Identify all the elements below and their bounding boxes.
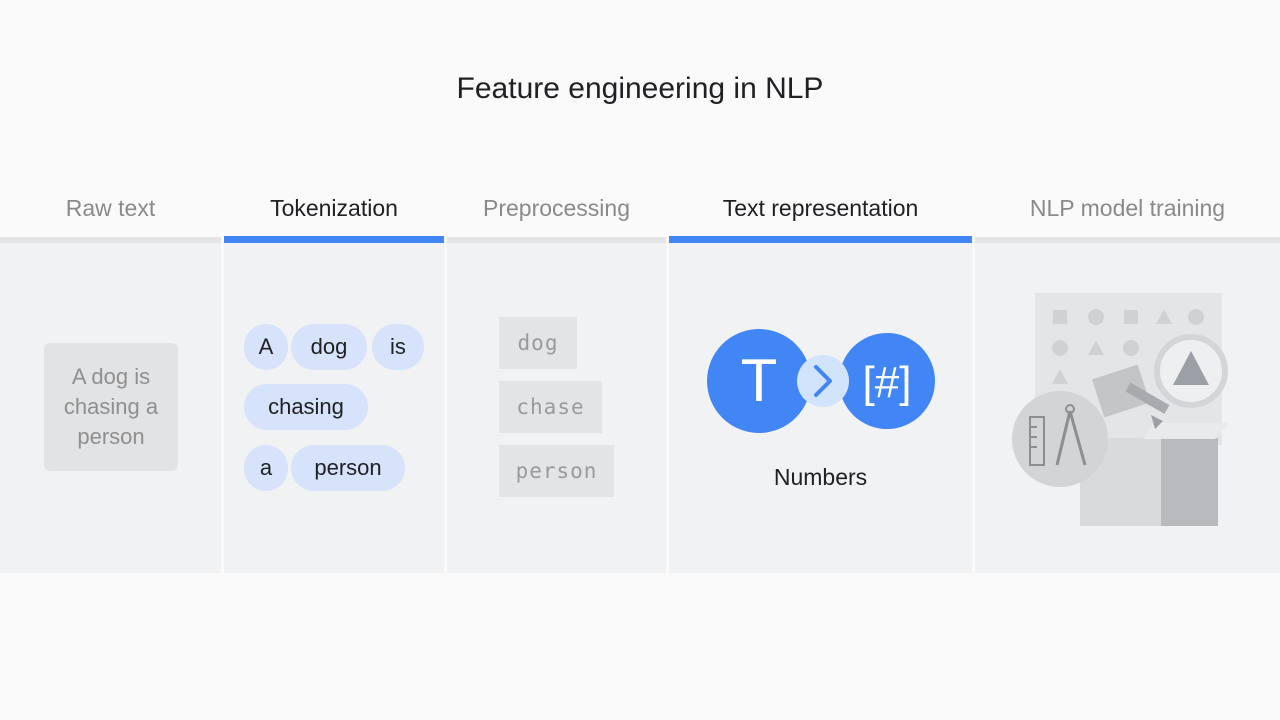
stage-label: Preprocessing — [482, 195, 631, 221]
preprocessed-term: dog — [499, 317, 577, 369]
stage-label: Text representation — [722, 195, 919, 221]
letter-t-icon: T — [741, 347, 778, 414]
arrow-circle — [797, 355, 849, 407]
preprocessed-term: chase — [499, 381, 602, 433]
ruler-icon — [1029, 416, 1045, 466]
stage-text-representation: Text representation T [#] Numbers — [669, 190, 972, 573]
numbers-caption: Numbers — [773, 464, 868, 490]
slide-title: Feature engineering in NLP — [456, 72, 824, 105]
chevron-right-icon — [814, 365, 832, 397]
stage-preprocessing: Preprocessing dog chase person — [447, 190, 666, 573]
token-chip: person — [291, 445, 405, 491]
token-chip: chasing — [244, 384, 368, 430]
stage-active-bar — [669, 236, 972, 244]
number-circle — [839, 333, 935, 429]
raw-text-box: A dog is chasing a person — [44, 343, 178, 471]
stage-panel: dog chase person — [447, 243, 666, 573]
drafting-compass-badge — [1012, 391, 1108, 487]
stage-label: Tokenization — [270, 195, 398, 221]
stage-panel — [975, 243, 1280, 573]
model-training-illustration — [1012, 293, 1229, 526]
stage-model-training: NLP model training — [975, 190, 1280, 573]
text-to-number-illustration: T [#] — [707, 329, 935, 433]
triangle-icon — [1173, 351, 1209, 385]
text-circle — [707, 329, 811, 433]
token-chip: a — [244, 445, 288, 491]
stage-bar — [975, 237, 1280, 243]
stage-tokenization: Tokenization A dog is chasing a person — [224, 190, 444, 573]
token-chip: dog — [291, 324, 367, 370]
stage-panel: T [#] Numbers — [669, 243, 972, 573]
stage-panel: A dog is chasing a person — [0, 243, 221, 573]
preprocessed-term: person — [499, 445, 614, 497]
stage-label: NLP model training — [1029, 195, 1226, 221]
stage-label: Raw text — [65, 195, 156, 221]
token-chip: is — [372, 324, 424, 370]
stage-raw-text: Raw text A dog is chasing a person — [0, 190, 221, 573]
token-chip: A — [244, 324, 288, 370]
number-sign-icon: [#] — [863, 358, 912, 407]
stage-bar — [0, 237, 221, 243]
drafting-compass-icon — [1055, 410, 1072, 466]
stage-bar — [447, 237, 666, 243]
stage-active-bar — [224, 236, 444, 244]
stage-panel: A dog is chasing a person — [224, 243, 444, 573]
